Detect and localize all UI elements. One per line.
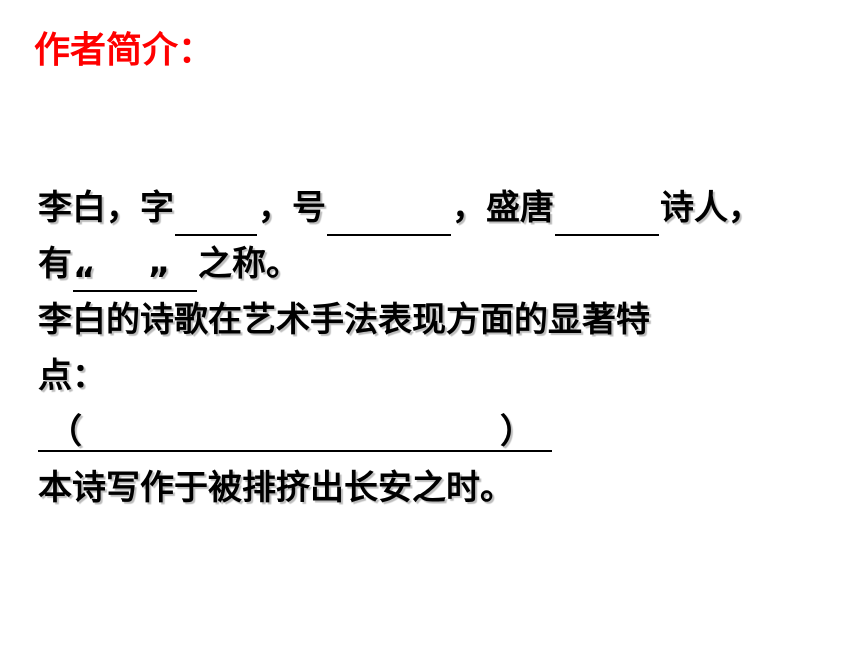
line-art-features: 李白的诗歌在艺术手法表现方面的显著特 <box>38 300 650 340</box>
text-li-bai-zi: 李白，字 <box>38 188 174 228</box>
blank-features-answer: （ ） <box>38 404 552 452</box>
text-poet: 诗人， <box>660 188 762 228</box>
text-hao: ，号 <box>258 188 326 228</box>
close-paren: ） <box>500 412 534 452</box>
text-you: 有 <box>38 244 72 284</box>
text-sheng-tang: ，盛唐 <box>452 188 554 228</box>
blank-poet-school <box>555 196 659 236</box>
line-courtesy-name: 李白，字 ，号 ，盛唐 诗人， <box>38 180 838 236</box>
line-title-epithet: 有“”之称。 <box>38 236 838 300</box>
blank-epithet: “” <box>73 252 197 300</box>
slide-title: 作者简介： <box>34 30 215 71</box>
open-paren: （ <box>48 412 82 452</box>
blank-pen-name <box>327 196 451 236</box>
line-answer-blank: （ ） <box>38 404 838 460</box>
close-quote: ” <box>147 260 170 300</box>
slide-body: 李白，字，号，盛唐诗人， 有“”之称。 李白的诗歌在艺术手法表现方面的显著特 点… <box>38 180 838 516</box>
open-quote: “ <box>73 260 96 300</box>
line-features-cont: 点： <box>38 356 106 396</box>
blank-courtesy-name <box>175 196 257 236</box>
text-zhi-cheng: 之称。 <box>198 244 300 284</box>
line-background: 本诗写作于被排挤出长安之时。 <box>38 468 514 508</box>
